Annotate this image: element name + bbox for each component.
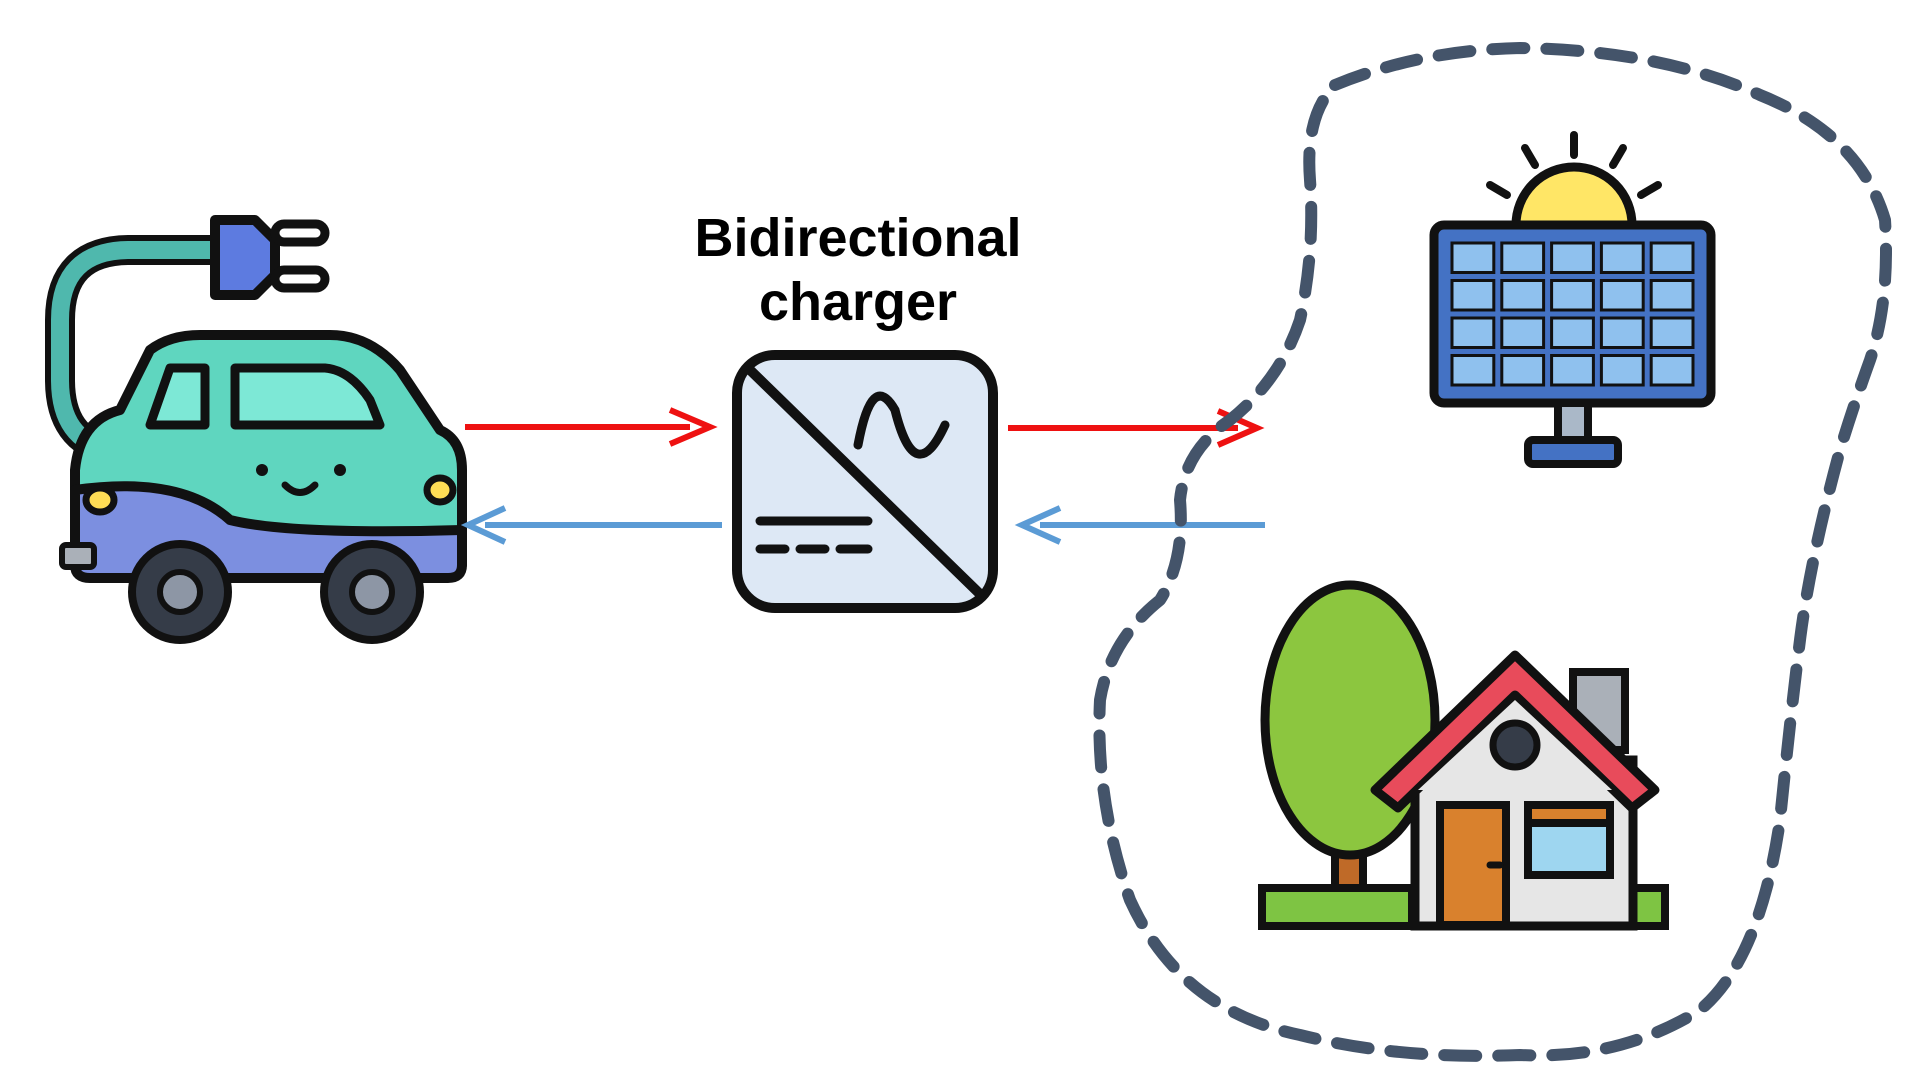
plug-icon <box>210 215 330 300</box>
car-wheel-front <box>320 540 424 644</box>
car-rear-light <box>82 484 118 516</box>
ac-wave-icon <box>853 391 950 459</box>
solar-cell <box>1500 241 1546 274</box>
solar-cell <box>1550 279 1595 312</box>
solar-cell <box>1450 279 1496 312</box>
house-attic-window <box>1489 719 1541 771</box>
charger-label: Bidirectional charger <box>694 208 1021 332</box>
sun-icon <box>1486 131 1662 230</box>
house-roof <box>1370 650 1660 813</box>
car-window-front <box>230 363 385 430</box>
arrow-home-to-charger <box>1014 505 1265 545</box>
tree-crown <box>1260 580 1440 860</box>
solar-cell <box>1599 316 1645 349</box>
solar-panel-base <box>1524 436 1622 468</box>
charger-title-line1: Bidirectional <box>694 208 1021 268</box>
solar-panel-icon <box>1429 131 1716 468</box>
electric-car-icon <box>45 215 467 644</box>
solar-cell <box>1500 354 1546 387</box>
solar-cell <box>1649 316 1695 349</box>
arrow-charger-to-car <box>460 505 722 545</box>
solar-cell <box>1649 279 1695 312</box>
solar-cell <box>1450 316 1496 349</box>
solar-cell <box>1649 241 1695 274</box>
grass-left <box>1258 884 1416 930</box>
home-boundary <box>1093 42 1892 1062</box>
solar-cell <box>1450 354 1496 387</box>
converter-icon <box>732 350 998 613</box>
tree-icon <box>1260 580 1440 894</box>
solar-cell <box>1550 354 1595 387</box>
solar-cell <box>1599 279 1645 312</box>
car-headlight <box>423 474 457 506</box>
house-icon <box>1258 580 1669 931</box>
car-wheel-rear <box>128 540 232 644</box>
solar-cell <box>1450 241 1496 274</box>
solar-cell <box>1550 316 1595 349</box>
solar-cell <box>1550 241 1595 274</box>
solar-cell <box>1599 241 1645 274</box>
car-window-rear <box>145 363 210 430</box>
solar-cell <box>1649 354 1695 387</box>
solar-cell <box>1500 316 1546 349</box>
arrow-car-to-charger <box>465 407 718 447</box>
charger-title-line2: charger <box>759 272 957 332</box>
solar-panel-cells <box>1450 241 1695 387</box>
solar-cell <box>1500 279 1546 312</box>
converter-diagonal <box>744 364 986 600</box>
solar-cell <box>1599 354 1645 387</box>
